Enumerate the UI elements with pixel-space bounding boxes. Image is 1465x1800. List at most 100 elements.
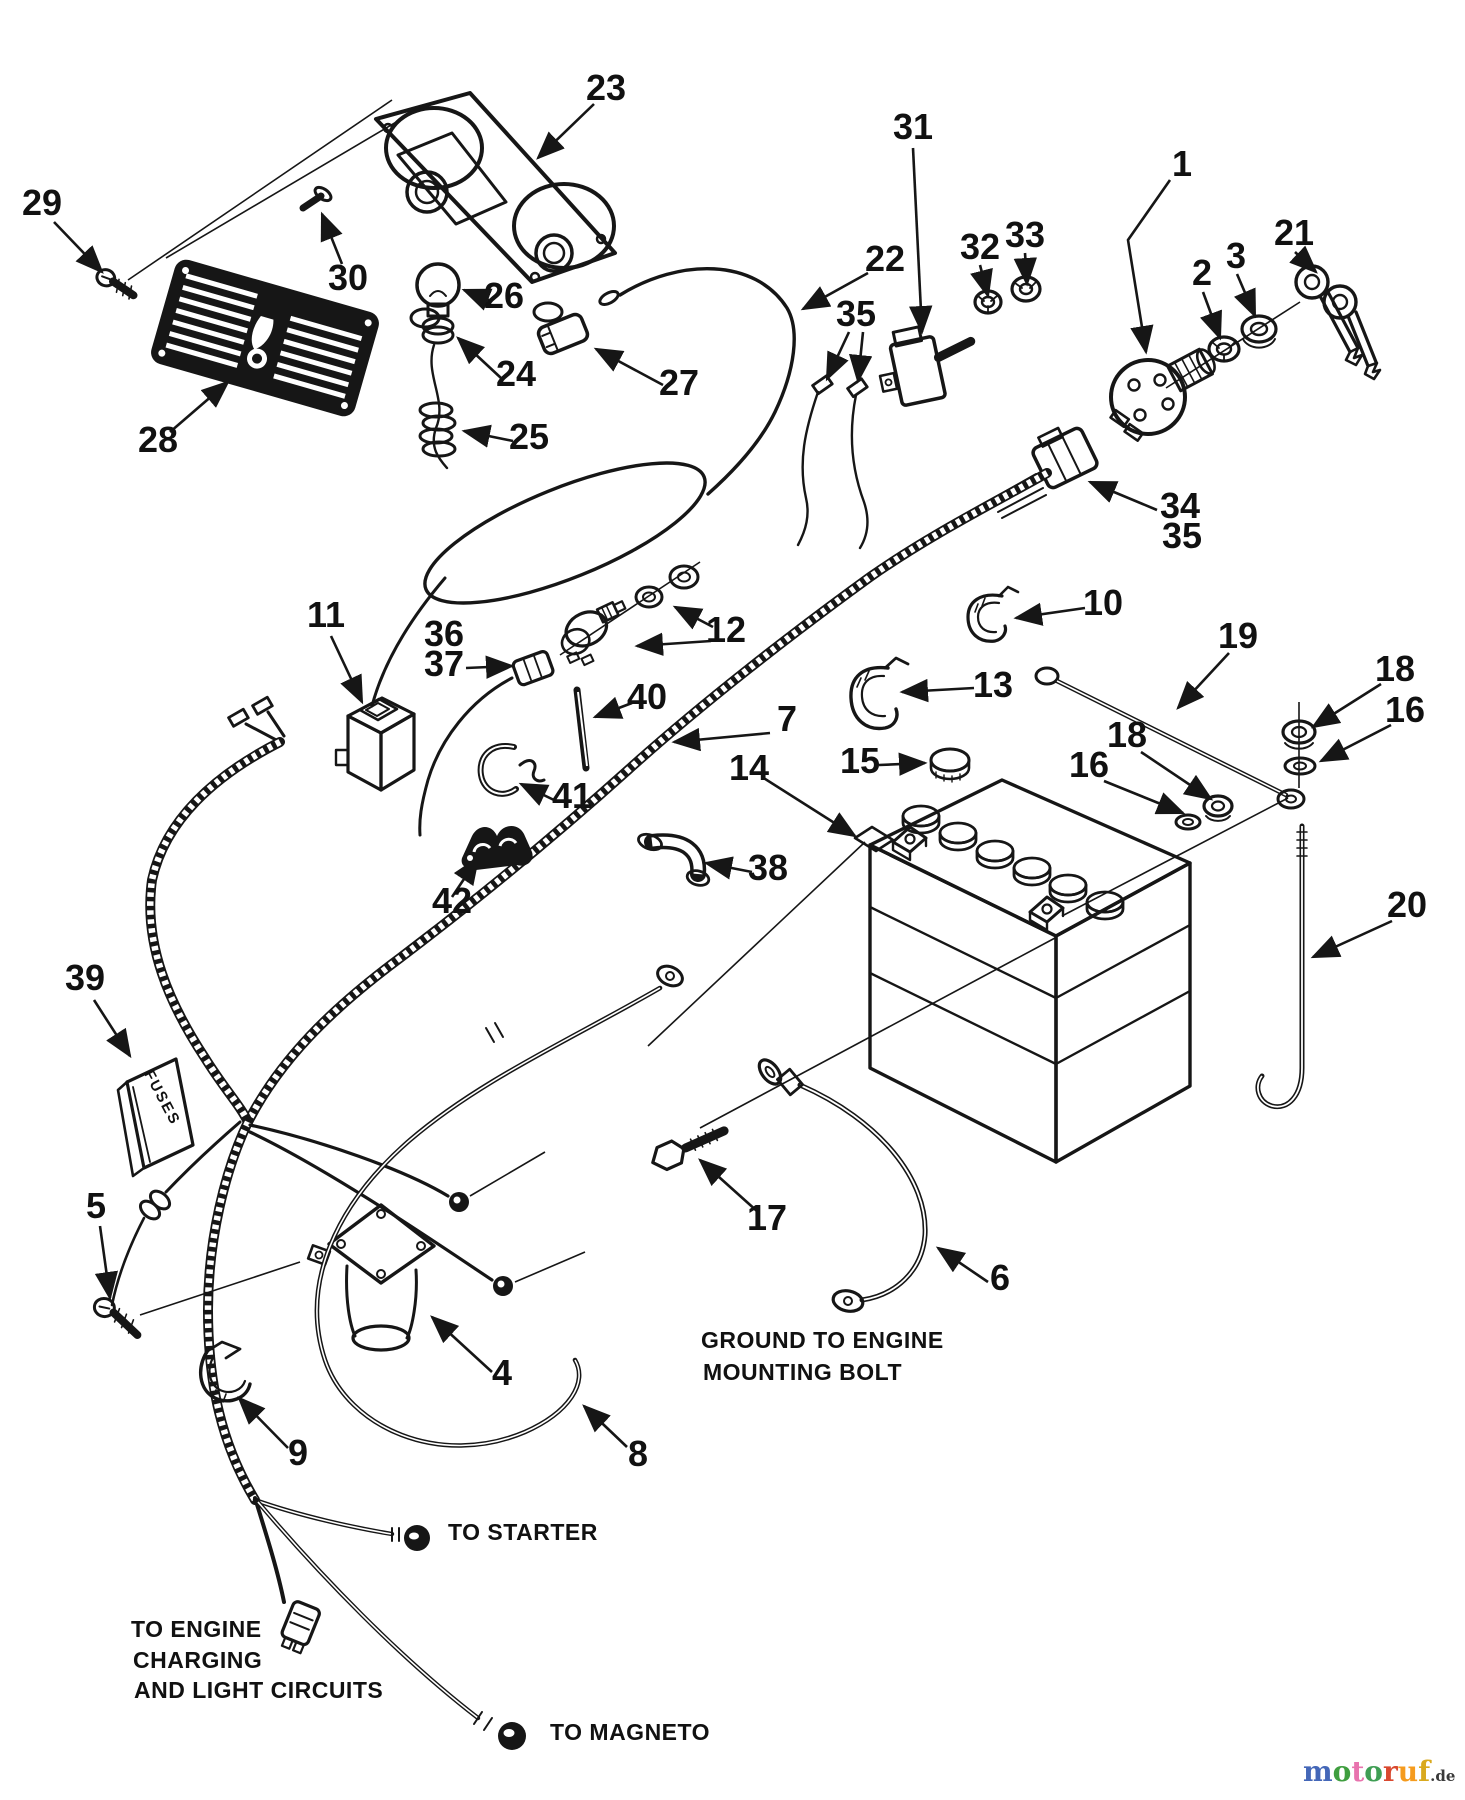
watermark-suffix[interactable]: .de — [1430, 1767, 1456, 1785]
ground-cable — [757, 1058, 928, 1313]
headlamp-housing — [374, 91, 617, 329]
part-label-12: 12 — [706, 609, 746, 650]
part-label-13: 13 — [973, 664, 1013, 705]
screw-5 — [92, 1296, 142, 1339]
battery-caps — [901, 804, 1125, 921]
part-label-34: 34 — [1160, 485, 1200, 526]
watermark-logo[interactable]: motoruf.de — [1303, 1758, 1455, 1790]
nut-18-left — [1202, 794, 1234, 822]
part-label-25: 25 — [509, 416, 549, 457]
bulb — [415, 262, 461, 318]
starter-cable — [314, 964, 684, 1448]
part-label-15: 15 — [840, 740, 880, 781]
diagram-artwork — [92, 91, 1382, 1750]
washer-16-left — [1174, 813, 1202, 831]
to-engine-line3: AND LIGHT CIRCUITS — [134, 1677, 383, 1703]
part-label-22: 22 — [865, 238, 905, 279]
clip-9 — [199, 1340, 252, 1403]
spring — [418, 401, 457, 458]
part-label-21: 21 — [1274, 212, 1314, 253]
part-label-26: 26 — [484, 275, 524, 316]
wire-22 — [370, 266, 796, 708]
part-label-14: 14 — [729, 747, 769, 788]
part-label-38: 38 — [748, 847, 788, 888]
part-label-23: 23 — [586, 67, 626, 108]
battery-terminal-brackets — [891, 825, 1065, 932]
part-label-19: 19 — [1218, 615, 1258, 656]
part-label-20: 20 — [1387, 884, 1427, 925]
part-label-28: 28 — [138, 419, 178, 460]
connector-36-37 — [418, 650, 555, 837]
part-label-30: 30 — [328, 257, 368, 298]
watermark-letter[interactable]: o — [1364, 1755, 1383, 1788]
part-label-17: 17 — [747, 1197, 787, 1238]
part-label-16-left: 16 — [1069, 744, 1109, 785]
washer-2 — [1207, 335, 1241, 363]
solenoid — [139, 1203, 436, 1352]
cap-15 — [929, 747, 971, 783]
c-clip — [477, 742, 546, 797]
part-label-35-stack: 35 — [1162, 515, 1202, 556]
hold-down-rod — [1034, 666, 1306, 810]
to-starter-label: TO STARTER — [448, 1519, 598, 1545]
part-label-8: 8 — [628, 1433, 648, 1474]
clamp-42 — [461, 825, 533, 870]
watermark-letter[interactable]: t — [1351, 1755, 1365, 1788]
pin-40 — [573, 686, 590, 772]
part-label-40: 40 — [627, 676, 667, 717]
terminals-35 — [796, 374, 869, 550]
text-annotations: GROUND TO ENGINE MOUNTING BOLT TO STARTE… — [131, 1067, 944, 1745]
elbow-boot — [637, 832, 711, 887]
part-label-1: 1 — [1172, 143, 1192, 184]
battery — [853, 778, 1192, 1164]
lower-harness — [110, 1117, 586, 1750]
watermark-letter[interactable]: u — [1397, 1755, 1419, 1788]
part-label-2: 2 — [1192, 252, 1212, 293]
harness-connector — [1031, 426, 1099, 490]
switch-11 — [334, 696, 416, 792]
toggle-switch — [878, 325, 976, 407]
watermark-letter[interactable]: m — [1303, 1755, 1333, 1788]
main-harness-braid — [243, 468, 1052, 1127]
part-label-31: 31 — [893, 106, 933, 147]
part-label-3: 3 — [1226, 235, 1246, 276]
callout-arrows — [53, 103, 1393, 1449]
left-harness-braid — [145, 695, 286, 1127]
fuse-box — [116, 1057, 195, 1178]
part-label-39: 39 — [65, 957, 105, 998]
part-label-35-top: 35 — [836, 293, 876, 334]
part-label-27: 27 — [659, 362, 699, 403]
part-label-41: 41 — [552, 775, 592, 816]
clip-13 — [849, 656, 910, 731]
part-label-6: 6 — [990, 1257, 1010, 1298]
watermark-letter[interactable]: f — [1418, 1755, 1431, 1788]
screw-29 — [95, 268, 138, 300]
bolt-17 — [651, 1126, 729, 1172]
ground-note-line2: MOUNTING BOLT — [703, 1359, 902, 1385]
fuse-box-label: FUSES — [140, 1067, 183, 1128]
part-label-32: 32 — [960, 226, 1000, 267]
connector-27 — [536, 312, 590, 356]
part-label-29: 29 — [22, 182, 62, 223]
part-label-10: 10 — [1083, 582, 1123, 623]
key-switch — [1109, 347, 1216, 442]
ground-note-line1: GROUND TO ENGINE — [701, 1327, 944, 1353]
clip-10 — [966, 585, 1020, 643]
part-label-33: 33 — [1005, 214, 1045, 255]
part-label-11: 11 — [307, 594, 345, 635]
part-label-42: 42 — [432, 880, 472, 921]
watermark-letter[interactable]: o — [1332, 1755, 1352, 1788]
j-bolt — [1255, 823, 1308, 1110]
part-number-labels: 23 29 30 26 24 25 28 27 22 31 32 33 35 1… — [22, 67, 1427, 1474]
part-label-7: 7 — [777, 698, 797, 739]
watermark-letter[interactable]: r — [1382, 1755, 1398, 1788]
pin — [299, 185, 333, 212]
part-label-4: 4 — [492, 1352, 512, 1393]
part-label-24: 24 — [496, 353, 536, 394]
part-label-9: 9 — [288, 1432, 308, 1473]
part-label-18-left: 18 — [1107, 714, 1147, 755]
nut-3 — [1240, 314, 1278, 349]
interlock-switch — [559, 561, 701, 667]
